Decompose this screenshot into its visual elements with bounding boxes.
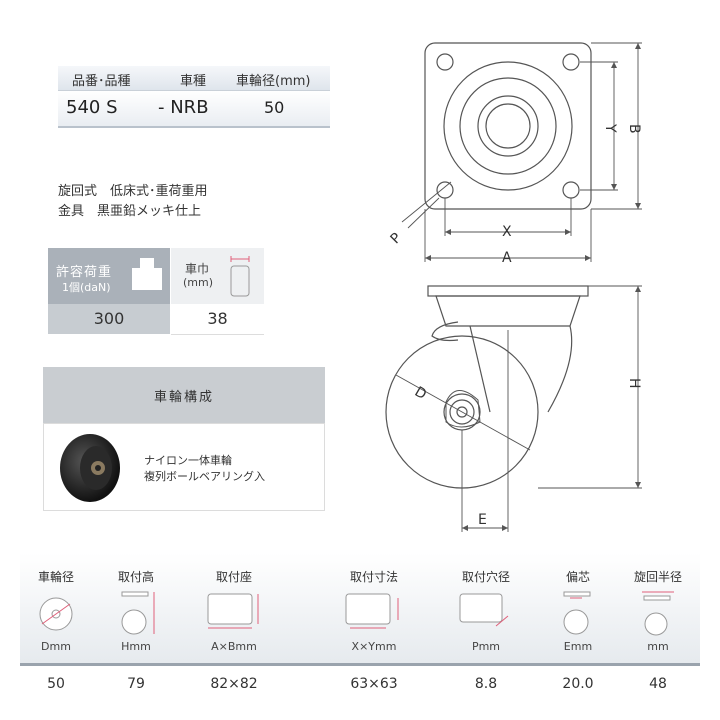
composition-line-2: 複列ボールベアリング入 bbox=[144, 470, 265, 483]
mount-plate-icon bbox=[207, 593, 259, 629]
col-label-swivel-radius: 旋回半径 bbox=[633, 570, 682, 584]
col-value-mount-plate: 82×82 bbox=[210, 676, 258, 692]
mount-hole bbox=[436, 181, 454, 199]
composition-box: ナイロン一体車輪 複列ボールベアリング入 bbox=[43, 423, 325, 511]
col-unit-mount-plate: A×Bmm bbox=[211, 640, 257, 653]
composition-title: 車輪構成 bbox=[153, 390, 214, 405]
mounting-plate-top-view bbox=[424, 42, 592, 210]
composition-line-1: ナイロン一体車輪 bbox=[144, 454, 232, 467]
spec-header-wheel: 車輪径(mm) bbox=[236, 74, 311, 89]
technical-drawing: X A Y B P H D E bbox=[385, 42, 642, 532]
col-value-mount-spacing: 63×63 bbox=[350, 676, 398, 692]
col-unit-hole-dia: Pmm bbox=[471, 640, 501, 653]
load-value: 300 bbox=[93, 309, 125, 328]
dim-label-p: P bbox=[388, 230, 405, 247]
dim-label-h: H bbox=[626, 378, 642, 389]
dim-label-x: X bbox=[502, 224, 512, 240]
description-line-1: 旋回式 低床式･重荷重用 bbox=[58, 184, 208, 199]
wheel-dia-icon bbox=[39, 597, 73, 631]
mounting-plate-side-view bbox=[427, 285, 589, 297]
col-value-wheel-dia: 50 bbox=[47, 676, 65, 692]
offset-icon bbox=[563, 591, 591, 635]
col-unit-wheel-dia: Dmm bbox=[41, 640, 71, 653]
wheel-width-icon bbox=[230, 256, 250, 297]
weight-icon bbox=[132, 258, 162, 290]
mount-spacing-icon bbox=[345, 593, 399, 629]
width-value: 38 bbox=[207, 309, 228, 328]
mount-hole bbox=[436, 53, 454, 71]
col-label-mount-plate: 取付座 bbox=[215, 570, 252, 584]
spec-wheel-dia: 50 bbox=[264, 98, 285, 117]
composition-header: 車輪構成 bbox=[43, 367, 325, 423]
spec-header-row: 品番･品種 車種 車輪径(mm) bbox=[58, 66, 330, 91]
mount-hole bbox=[562, 181, 580, 199]
wheel-photo bbox=[60, 434, 120, 502]
dim-label-b: B bbox=[626, 124, 642, 134]
width-header-cell: 車巾 (mm) bbox=[171, 248, 264, 304]
spec-box: 品番･品種 車種 車輪径(mm) 540 S - NRB 50 bbox=[58, 66, 330, 128]
load-sub-label: 1個(daN) bbox=[62, 281, 111, 294]
description-line-2: 金具 黒亜鉛メッキ仕上 bbox=[58, 204, 202, 219]
col-label-mount-spacing: 取付寸法 bbox=[349, 570, 398, 584]
col-value-hole-dia: 8.8 bbox=[474, 676, 498, 692]
load-value-cell: 300 bbox=[48, 304, 170, 334]
col-unit-swivel-radius: mm bbox=[647, 640, 669, 653]
width-value-cell: 38 bbox=[171, 304, 264, 335]
col-label-offset: 偏芯 bbox=[565, 570, 590, 584]
mount-hole bbox=[562, 53, 580, 71]
col-value-swivel-radius: 48 bbox=[649, 676, 667, 692]
hole-dia-icon bbox=[459, 593, 509, 627]
col-label-mount-height: 取付高 bbox=[117, 570, 154, 584]
col-unit-offset: Emm bbox=[563, 640, 593, 653]
spec-value-row: 540 S - NRB 50 bbox=[58, 91, 330, 128]
col-value-offset: 20.0 bbox=[562, 676, 594, 692]
spec-header-type: 車種 bbox=[180, 74, 207, 89]
load-header-cell: 許容荷重 1個(daN) bbox=[48, 248, 170, 304]
spec-header-part: 品番･品種 bbox=[72, 74, 131, 89]
dim-label-a: A bbox=[502, 250, 512, 266]
dim-label-e: E bbox=[478, 512, 487, 528]
width-unit: (mm) bbox=[183, 276, 214, 289]
col-unit-mount-height: Hmm bbox=[121, 640, 151, 653]
load-label: 許容荷重 bbox=[56, 265, 113, 280]
spec-type-code: - NRB bbox=[158, 97, 209, 118]
bottom-divider bbox=[20, 663, 700, 666]
col-label-hole-dia: 取付穴径 bbox=[461, 570, 510, 584]
col-value-mount-height: 79 bbox=[127, 676, 145, 692]
dim-label-d: D bbox=[412, 384, 429, 403]
swivel-radius-icon bbox=[642, 591, 674, 636]
width-label: 車巾 bbox=[185, 262, 210, 276]
col-unit-mount-spacing: X×Ymm bbox=[351, 640, 397, 653]
col-label-wheel-dia: 車輪径 bbox=[37, 570, 74, 584]
spec-part-number: 540 S bbox=[66, 97, 118, 118]
mount-height-icon bbox=[121, 591, 155, 635]
dim-label-y: Y bbox=[602, 123, 618, 133]
